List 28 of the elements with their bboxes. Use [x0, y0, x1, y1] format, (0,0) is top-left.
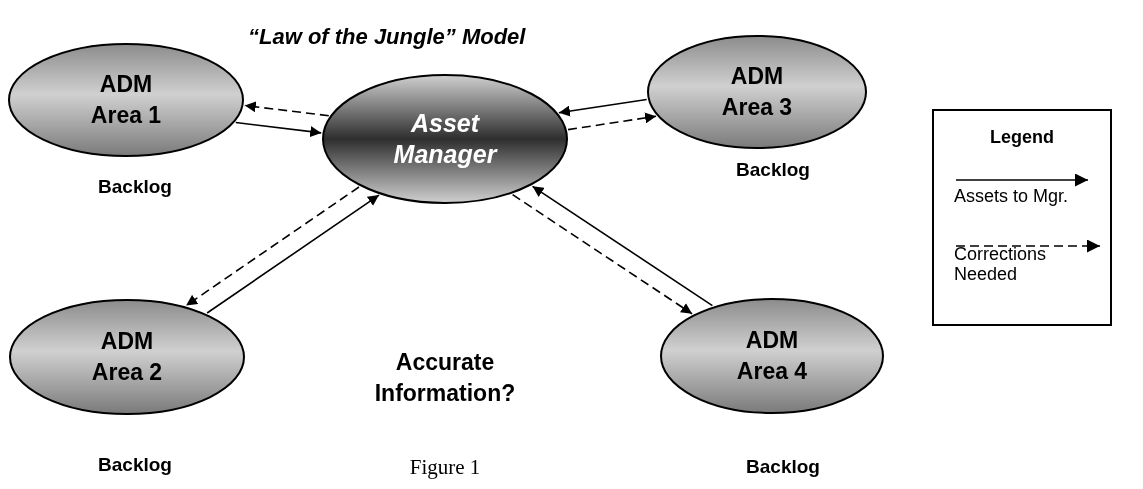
figure-caption: Figure 1: [409, 455, 481, 480]
arrow: [206, 194, 380, 314]
arrow: [244, 101, 330, 117]
area-ellipse: [8, 43, 244, 157]
legend-text: Assets to Mgr.: [954, 186, 1070, 206]
arrow: [531, 185, 714, 307]
legend-text: Corrections Needed: [954, 244, 1048, 284]
arrow: [235, 121, 322, 138]
area-ellipse: [647, 35, 867, 149]
node-label: ADM Area 4: [735, 326, 809, 386]
arrow: [185, 186, 360, 307]
node-label: ADM Area 2: [90, 327, 164, 387]
legend-title: Legend: [990, 127, 1054, 148]
central-ellipse: [322, 74, 568, 204]
arrow: [558, 98, 648, 117]
area-ellipse: [660, 298, 884, 414]
side-note: Backlog: [98, 176, 172, 198]
arrow: [511, 193, 693, 315]
side-note: Backlog: [736, 159, 810, 181]
question-text: Accurate Information?: [373, 348, 517, 408]
node-label: ADM Area 1: [89, 70, 163, 130]
arrow: [567, 112, 657, 131]
diagram-title: “Law of the Jungle” Model: [248, 24, 526, 50]
node-label: ADM Area 3: [720, 62, 794, 122]
side-note: Backlog: [98, 454, 172, 476]
side-note: Backlog: [746, 456, 820, 478]
node-label: Asset Manager: [392, 108, 499, 170]
area-ellipse: [9, 299, 245, 415]
